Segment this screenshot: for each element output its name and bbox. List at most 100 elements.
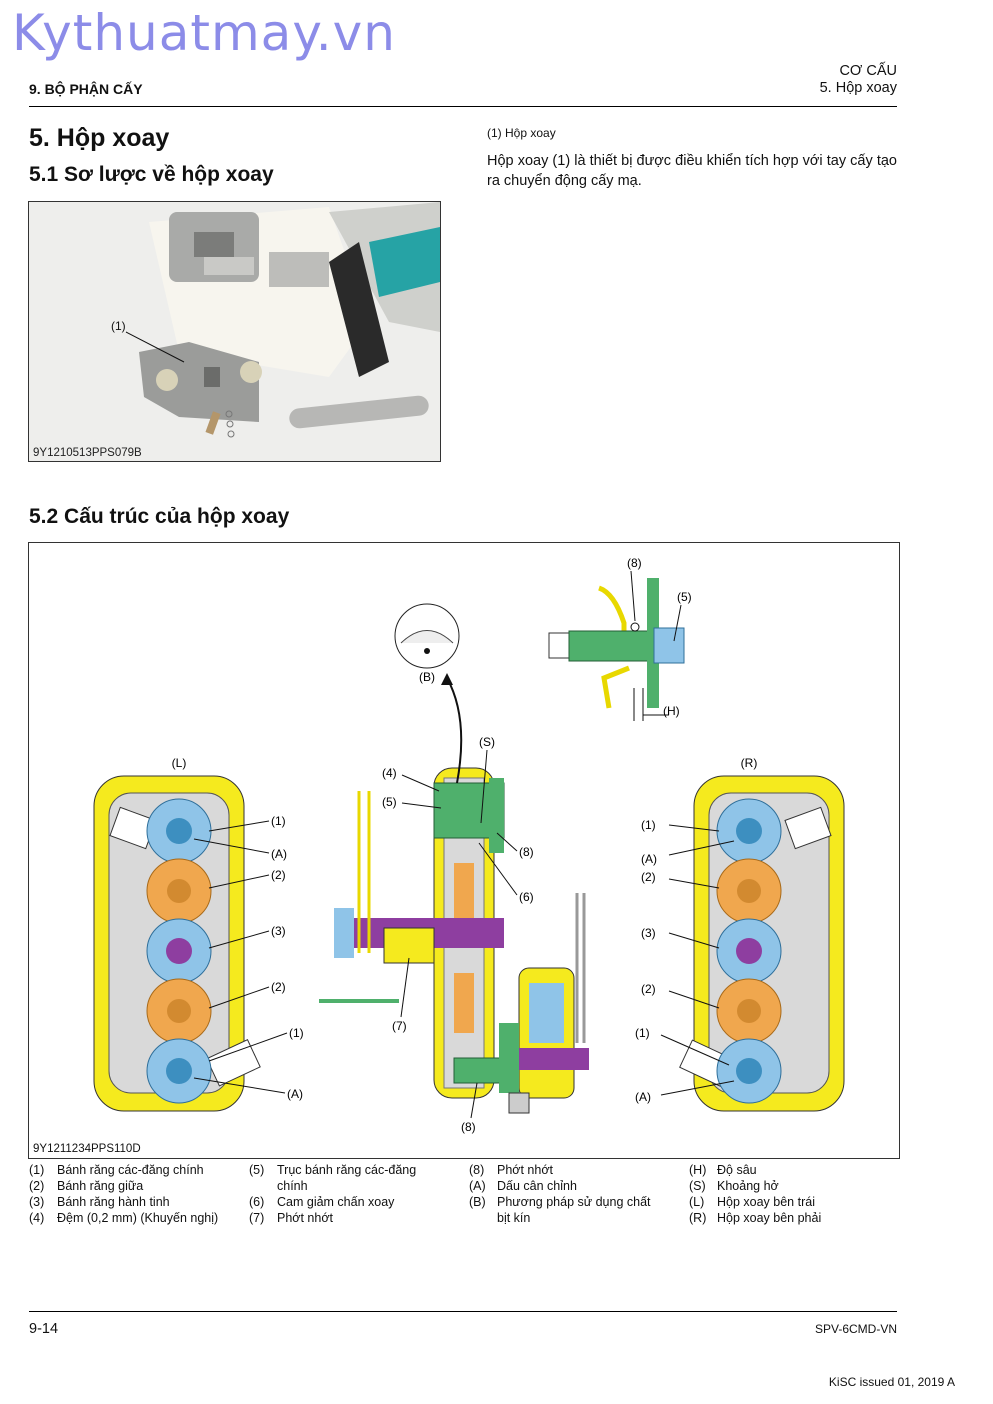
legend-key: (4) bbox=[29, 1211, 45, 1225]
legend-value: Cam giảm chấn xoay bbox=[277, 1195, 395, 1209]
legend-item: chính bbox=[249, 1178, 416, 1194]
legend-item: (2) Bánh răng giữa bbox=[29, 1178, 218, 1194]
legend-item: (A)Dấu cân chỉnh bbox=[469, 1178, 651, 1194]
legend-item: (1) Bánh răng các-đăng chính bbox=[29, 1162, 218, 1178]
detail-label-5: (5) bbox=[677, 590, 692, 604]
left-label-Ab: (A) bbox=[287, 1087, 303, 1101]
legend-value: Phớt nhớt bbox=[497, 1163, 554, 1177]
legend-value: Bánh răng giữa bbox=[57, 1179, 144, 1193]
legend-item: (S) Khoảng hở bbox=[689, 1178, 821, 1194]
page-number: 9-14 bbox=[29, 1321, 59, 1337]
legend-key: (S) bbox=[689, 1179, 706, 1193]
header-divider bbox=[29, 106, 897, 107]
legend-key: (2) bbox=[29, 1179, 45, 1193]
left-label-3: (3) bbox=[271, 924, 286, 938]
legend-value: Hộp xoay bên phải bbox=[717, 1211, 822, 1225]
right-label-2a: (2) bbox=[641, 870, 656, 884]
label-L: (L) bbox=[172, 756, 187, 770]
legend-item: (7) Phớt nhớt bbox=[249, 1210, 416, 1226]
right-label-3: (3) bbox=[641, 926, 656, 940]
photo-caption: (1) Hộp xoay bbox=[487, 126, 556, 140]
subsection-overview-title: 5.1 Sơ lược về hộp xoay bbox=[29, 163, 274, 186]
label-4: (4) bbox=[382, 766, 397, 780]
section-header: CƠ CẤU 5. Hộp xoay bbox=[820, 63, 897, 97]
legend-key: (A) bbox=[469, 1179, 486, 1193]
legend-key: (8) bbox=[469, 1163, 485, 1177]
legend-key: (5) bbox=[249, 1163, 265, 1177]
left-middle-gear-bottom bbox=[146, 978, 212, 1044]
left-main-gear-bottom bbox=[146, 1038, 212, 1104]
right-main-gear-top bbox=[716, 798, 782, 864]
page-title: 5. Hộp xoay bbox=[29, 124, 170, 152]
legend-item: (H)Độ sâu bbox=[689, 1162, 821, 1178]
left-label-1b: (1) bbox=[289, 1026, 304, 1040]
label-5: (5) bbox=[382, 795, 397, 809]
legend-value: Bánh răng các-đăng chính bbox=[57, 1163, 204, 1177]
center-cross-section: (B) (S) (4) (5) (8) (6) (7) (8) bbox=[319, 603, 589, 1134]
legend-item: (5) Trục bánh răng các-đăng bbox=[249, 1162, 416, 1178]
legend-value: Phương pháp sử dụng chất bbox=[497, 1195, 651, 1209]
diagram-code: 9Y1211234PPS110D bbox=[33, 1143, 141, 1155]
subsection-structure-title: 5.2 Cấu trúc của hộp xoay bbox=[29, 505, 290, 528]
right-label-2b: (2) bbox=[641, 982, 656, 996]
issue-note: KiSC issued 01, 2019 A bbox=[828, 1375, 955, 1389]
structure-diagram-svg: (L) (1) (A) (2) (3) (2) (1) (A) (R) (1) … bbox=[93, 556, 845, 1134]
left-label-1a: (1) bbox=[271, 814, 286, 828]
legend-value: bịt kín bbox=[497, 1211, 531, 1225]
label-R: (R) bbox=[741, 756, 758, 770]
left-label-2b: (2) bbox=[271, 980, 286, 994]
legend-value: Phớt nhớt bbox=[277, 1211, 334, 1225]
legend-key: (7) bbox=[249, 1211, 265, 1225]
right-middle-gear-bottom bbox=[716, 978, 782, 1044]
footer-divider bbox=[29, 1311, 897, 1312]
document-code: SPV-6CMD-VN bbox=[814, 1322, 897, 1336]
legend-value: Bánh răng hành tinh bbox=[57, 1195, 170, 1209]
photo-code: 9Y1210513PPS079B bbox=[33, 447, 142, 459]
right-planet-gear bbox=[716, 918, 782, 984]
legend-column-3: (8) Phớt nhớt (A)Dấu cân chỉnh (B) Phương … bbox=[469, 1162, 651, 1226]
watermark: Kythuatmay.vn bbox=[12, 4, 396, 62]
legend-item: (3) Bánh răng hành tinh bbox=[29, 1194, 218, 1210]
label-8-top: (8) bbox=[519, 845, 534, 859]
legend-value: chính bbox=[277, 1179, 308, 1193]
right-label-Ab: (A) bbox=[635, 1090, 651, 1104]
legend-value: Hộp xoay bên trái bbox=[717, 1195, 815, 1209]
legend-item: (L) Hộp xoay bên trái bbox=[689, 1194, 821, 1210]
legend-value: Khoảng hở bbox=[717, 1179, 779, 1193]
legend-item: (B) Phương pháp sử dụng chất bbox=[469, 1194, 651, 1210]
label-7: (7) bbox=[392, 1019, 407, 1033]
label-B: (B) bbox=[419, 670, 435, 684]
label-6: (6) bbox=[519, 890, 534, 904]
legend-value: Trục bánh răng các-đăng bbox=[277, 1163, 417, 1177]
legend-value: Độ sâu bbox=[717, 1163, 757, 1177]
legend-column-4: (H)Độ sâu (S) Khoảng hở (L) Hộp xoay bên t… bbox=[689, 1162, 821, 1226]
legend-item: (8) Phớt nhớt bbox=[469, 1162, 651, 1178]
chapter-header: 9. BỘ PHẬN CẤY bbox=[29, 81, 143, 97]
photo-label-1: (1) bbox=[111, 319, 126, 333]
legend-value: Đệm (0,2 mm) (Khuyến nghị) bbox=[57, 1211, 219, 1225]
legend-column-2: (5) Trục bánh răng các-đăng chính (6)Cam … bbox=[249, 1162, 416, 1226]
right-main-gear-bottom bbox=[716, 1038, 782, 1104]
description-paragraph: Hộp xoay (1) là thiết bị được điều khiển… bbox=[487, 153, 897, 189]
left-rotary-case: (L) (1) (A) (2) (3) (2) (1) (A) bbox=[93, 756, 304, 1112]
right-label-1a: (1) bbox=[641, 818, 656, 832]
section-header-line1: CƠ CẤU bbox=[839, 63, 897, 79]
right-rotary-case: (R) (1) (A) (2) (3) (2) (1) (A) bbox=[635, 756, 845, 1112]
legend-key: (1) bbox=[29, 1163, 45, 1177]
left-label-2a: (2) bbox=[271, 868, 286, 882]
legend-key: (B) bbox=[469, 1195, 486, 1209]
legend-item: bịt kín bbox=[469, 1210, 651, 1226]
legend-column-1: (1) Bánh răng các-đăng chính (2) Bánh răng… bbox=[29, 1162, 218, 1226]
label-S: (S) bbox=[479, 735, 495, 749]
right-label-1b: (1) bbox=[635, 1026, 650, 1040]
rotary-case-photo: (1) 9Y1210513PPS079B bbox=[28, 201, 441, 462]
legend-key: (3) bbox=[29, 1195, 45, 1209]
legend-item: (6)Cam giảm chấn xoay bbox=[249, 1194, 416, 1210]
structure-diagram: (L) (1) (A) (2) (3) (2) (1) (A) (R) (1) … bbox=[28, 542, 900, 1159]
seal-detail: (8) (5) (H) bbox=[548, 556, 692, 721]
legend-item: (4) Đệm (0,2 mm) (Khuyến nghị) bbox=[29, 1210, 218, 1226]
legend-key bbox=[469, 1210, 497, 1226]
section-header-line2: 5. Hộp xoay bbox=[819, 80, 897, 96]
left-middle-gear-top bbox=[146, 858, 212, 924]
legend-key: (L) bbox=[689, 1195, 705, 1209]
